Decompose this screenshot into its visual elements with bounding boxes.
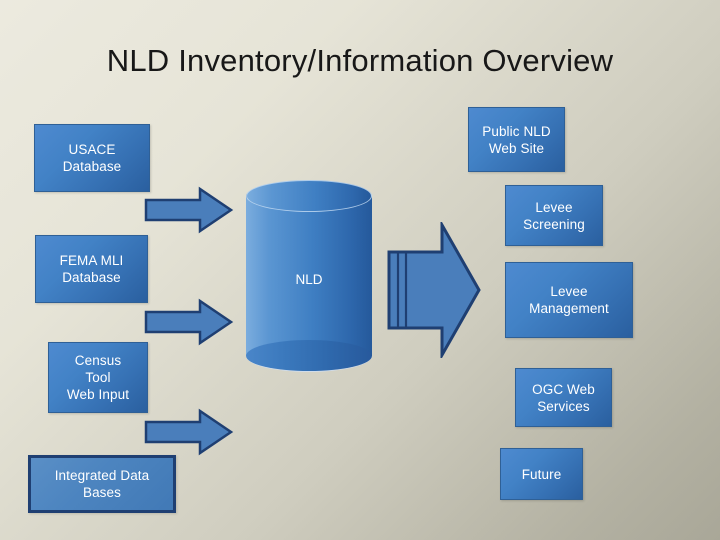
node-usace-database[interactable]: USACE Database [34,124,150,192]
node-census-tool-web-input[interactable]: Census Tool Web Input [48,342,148,413]
node-label: USACE Database [62,142,122,174]
node-label: Census Tool Web Input [66,353,130,402]
node-levee-screening[interactable]: Levee Screening [505,185,603,246]
node-label: OGC Web Services [532,381,595,414]
node-future[interactable]: Future [500,448,583,500]
cylinder-top [246,180,372,212]
node-label: Integrated Data Bases [54,468,150,500]
arrow-inputs-top [144,186,234,234]
node-label: Public NLD Web Site [482,123,551,156]
node-label: Levee Screening [523,199,585,232]
page-title: NLD Inventory/Information Overview [106,43,614,78]
arrow-nld-outputs [386,222,482,358]
node-label: FEMA MLI Database [59,253,124,285]
node-label: Levee Management [529,284,609,316]
node-label: NLD [295,272,323,287]
arrow-inputs-bottom [144,408,234,456]
node-ogc-web-services[interactable]: OGC Web Services [515,368,612,427]
node-public-nld-web-site[interactable]: Public NLD Web Site [468,107,565,172]
node-integrated-data-bases[interactable]: Integrated Data Bases [28,455,176,513]
node-fema-mli-database[interactable]: FEMA MLI Database [35,235,148,303]
node-label: Future [521,466,562,482]
node-nld-repository[interactable]: NLD [246,180,372,372]
arrow-inputs-middle [144,298,234,346]
node-levee-management[interactable]: Levee Management [505,262,633,338]
cylinder-bottom [246,340,372,372]
cylinder-body [246,196,372,356]
